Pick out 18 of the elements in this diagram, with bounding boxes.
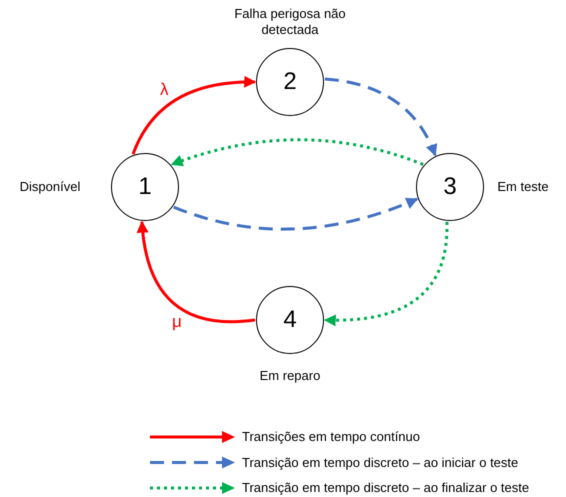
state-number: 2 xyxy=(283,68,297,96)
transition-arrow xyxy=(137,220,256,324)
state-label: Falha perigosa não detectada xyxy=(233,6,347,38)
state-label: Em teste xyxy=(496,179,550,196)
transition-arrow xyxy=(132,76,256,155)
state-label: Em reparo xyxy=(258,368,322,384)
legend-text: Transição em tempo discreto – ao iniciar o teste xyxy=(242,454,518,470)
legend-text: Transições em tempo contínuo xyxy=(242,429,420,444)
edge-label: μ xyxy=(170,312,184,332)
transition-arrow xyxy=(324,222,448,326)
transition-arrow xyxy=(324,77,437,156)
state-number: 1 xyxy=(138,173,152,201)
transition-arrow xyxy=(170,138,424,167)
state-number: 4 xyxy=(283,306,297,334)
legend-text: Transição em tempo discreto – ao finalizar o teste xyxy=(242,480,530,495)
transition-arrow xyxy=(173,198,418,230)
state-label: Disponível xyxy=(18,179,82,196)
state-number: 3 xyxy=(443,173,457,201)
